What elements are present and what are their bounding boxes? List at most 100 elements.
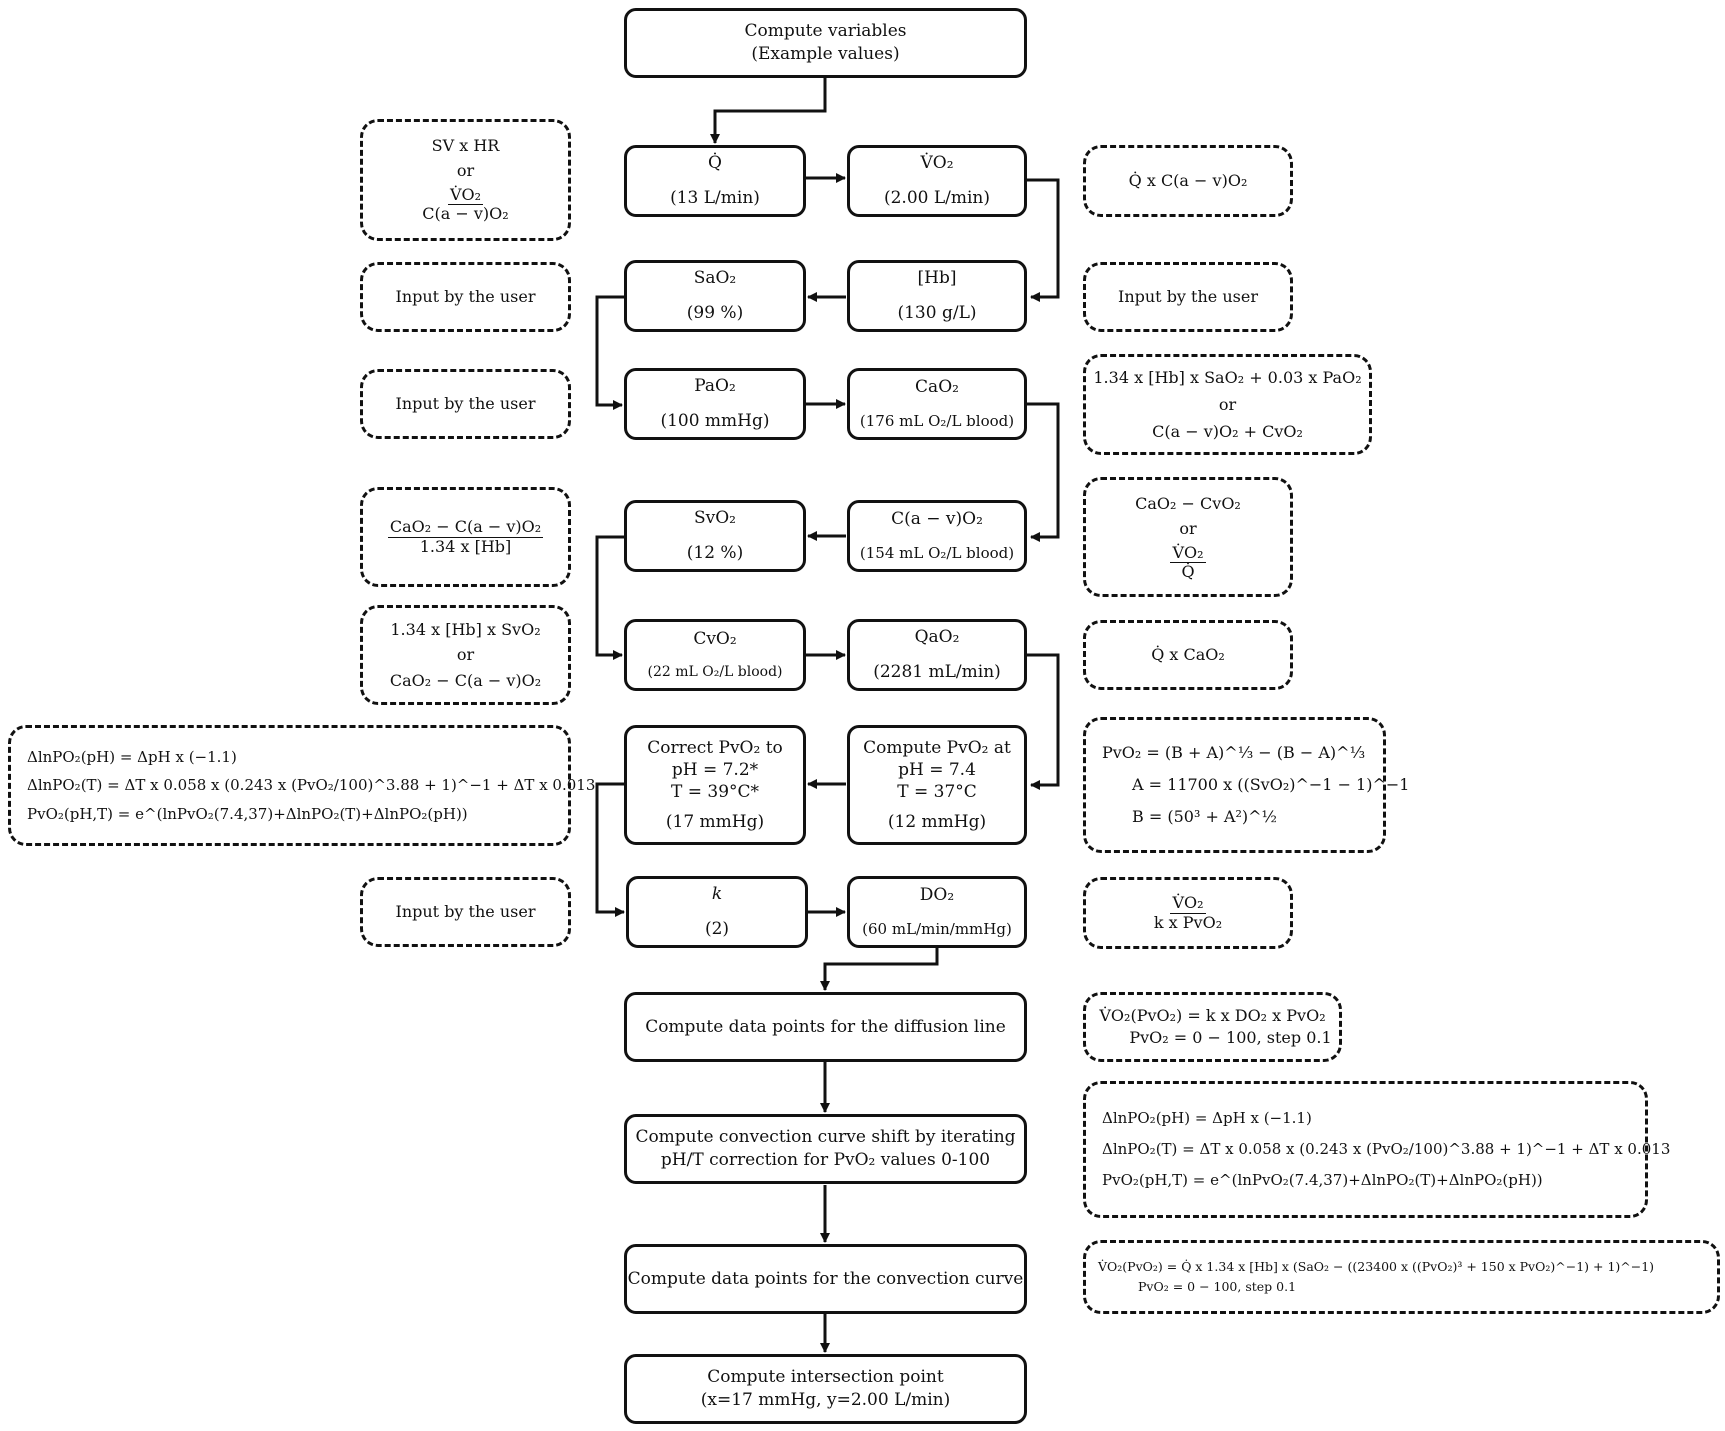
compute-l3: T = 37°C <box>897 782 977 802</box>
svo2-formula-num: CaO₂ − C(a − v)O₂ <box>387 517 544 538</box>
convection-text: Compute data points for the convection c… <box>627 1268 1024 1289</box>
q-formula-num: V̇O₂ <box>447 184 484 206</box>
correct-l1: Correct PvO₂ to <box>647 737 783 758</box>
q-formula-den: C(a − v)O₂ <box>422 204 509 224</box>
cao2-value: (176 mL O₂/L blood) <box>859 412 1015 431</box>
do2-name: DO₂ <box>919 885 955 906</box>
do2-formula-den: k x PvO₂ <box>1153 912 1223 932</box>
q-formula-or: or <box>456 161 475 181</box>
hb-input-text: Input by the user <box>1118 287 1258 307</box>
arrow-do2-to-diffusion <box>820 948 939 991</box>
cav-formula-l1: CaO₂ − CvO₂ <box>1135 493 1241 513</box>
vo2-name: V̇O₂ <box>920 153 954 174</box>
sao2-value: (99 %) <box>686 303 744 323</box>
cao2-formula-l1: 1.34 x [Hb] x SaO₂ + 0.03 x PaO₂ <box>1093 367 1362 387</box>
svo2-box: SvO₂ (12 %) <box>624 500 806 572</box>
cardiac-output-box: Q̇ (13 L/min) <box>624 145 806 217</box>
convection-curve-box: Compute data points for the convection c… <box>624 1244 1027 1314</box>
correct-formula-l2: ΔlnPO₂(T) = ΔT x 0.058 x (0.243 x (PvO₂/… <box>27 776 596 795</box>
compute-formula-l3: B = (50³ + A²)^½ <box>1132 807 1278 826</box>
compute-value: (12 mmHg) <box>887 812 987 833</box>
hb-box: [Hb] (130 g/L) <box>847 260 1027 332</box>
compute-formula-l2: A = 11700 x ((SvO₂)^−1 − 1)^−1 <box>1132 775 1410 794</box>
cao2-formula-l2: C(a − v)O₂ + CvO₂ <box>1152 422 1303 442</box>
compute-formula-box: PvO₂ = (B + A)^⅓ − (B − A)^⅓ A = 11700 x… <box>1083 717 1409 853</box>
k-input-box: Input by the user <box>360 877 571 947</box>
do2-formula-fraction: V̇O₂ k x PvO₂ <box>1153 893 1223 932</box>
compute-formula-l1: PvO₂ = (B + A)^⅓ − (B − A)^⅓ <box>1102 743 1366 762</box>
q-name: Q̇ <box>708 153 722 174</box>
k-box: k (2) <box>626 876 808 948</box>
arrow-sao2-to-pao2 <box>595 295 624 410</box>
compute-variables-box: Compute variables (Example values) <box>624 8 1027 78</box>
hb-name: [Hb] <box>917 268 957 289</box>
pao2-name: PaO₂ <box>694 376 736 397</box>
vo2-value: (2.00 L/min) <box>883 188 991 208</box>
arrow-cao2-to-cav <box>1027 402 1060 542</box>
cao2-formula-box: 1.34 x [Hb] x SaO₂ + 0.03 x PaO₂ or C(a … <box>1083 354 1372 455</box>
shift-formula-l1: ΔlnPO₂(pH) = ΔpH x (−1.1) <box>1102 1109 1312 1128</box>
svo2-formula-box: CaO₂ − C(a − v)O₂ 1.34 x [Hb] <box>360 487 571 587</box>
convection-formula-l2: PvO₂ = 0 − 100, step 0.1 <box>1138 1279 1297 1294</box>
diffusion-formula-box: V̇O₂(PvO₂) = k x DO₂ x PvO₂ PvO₂ = 0 − 1… <box>1083 992 1342 1062</box>
qao2-formula-box: Q̇ x CaO₂ <box>1083 620 1293 690</box>
cao2-name: CaO₂ <box>915 377 959 398</box>
shift-formula-box: ΔlnPO₂(pH) = ΔpH x (−1.1) ΔlnPO₂(T) = ΔT… <box>1083 1081 1670 1218</box>
k-value: (2) <box>704 919 730 939</box>
cav-value: (154 mL O₂/L blood) <box>859 544 1015 563</box>
svo2-name: SvO₂ <box>693 508 736 529</box>
qao2-name: QaO₂ <box>914 627 960 648</box>
do2-formula-box: V̇O₂ k x PvO₂ <box>1083 877 1293 949</box>
cao2-formula-or: or <box>1218 394 1237 414</box>
cvo2-name: CvO₂ <box>693 629 737 650</box>
do2-box: DO₂ (60 mL/min/mmHg) <box>847 876 1027 948</box>
cvo2-value: (22 mL O₂/L blood) <box>647 664 783 681</box>
arrow-vo2-to-hb <box>1027 178 1060 302</box>
pao2-box: PaO₂ (100 mmHg) <box>624 368 806 440</box>
qao2-value: (2281 mL/min) <box>873 662 1001 682</box>
convection-formula-l1: V̇O₂(PvO₂) = Q̇ x 1.34 x [Hb] x (SaO₂ − … <box>1098 1259 1655 1274</box>
cav-formula-den: Q̇ <box>1181 562 1195 582</box>
vo2-formula-text: Q̇ x C(a − v)O₂ <box>1128 171 1248 191</box>
pao2-value: (100 mmHg) <box>660 411 770 431</box>
cav-formula-box: CaO₂ − CvO₂ or V̇O₂ Q̇ <box>1083 477 1293 597</box>
q-formula-box: SV x HR or V̇O₂ C(a − v)O₂ <box>360 119 571 241</box>
start-line2: (Example values) <box>751 44 900 64</box>
sao2-input-box: Input by the user <box>360 262 571 332</box>
k-input-text: Input by the user <box>395 902 536 922</box>
qao2-box: QaO₂ (2281 mL/min) <box>847 619 1027 691</box>
cav-formula-fraction: V̇O₂ Q̇ <box>1170 542 1206 582</box>
shift-formula-l2: ΔlnPO₂(T) = ΔT x 0.058 x (0.243 x (PvO₂/… <box>1102 1140 1671 1159</box>
arrow-qao2-to-compute <box>1027 653 1060 790</box>
correct-value: (17 mmHg) <box>665 812 765 833</box>
sao2-box: SaO₂ (99 %) <box>624 260 806 332</box>
convection-shift-box: Compute convection curve shift by iterat… <box>624 1114 1027 1184</box>
k-name: k <box>711 884 723 905</box>
compute-l1: Compute PvO₂ at <box>863 737 1011 758</box>
shift-formula-l3: PvO₂(pH,T) = e^(lnPvO₂(7.4,37)+ΔlnPO₂(T)… <box>1102 1170 1543 1189</box>
diffusion-formula-l1: V̇O₂(PvO₂) = k x DO₂ x PvO₂ <box>1099 1006 1326 1026</box>
cav-box: C(a − v)O₂ (154 mL O₂/L blood) <box>847 500 1027 572</box>
diffusion-text: Compute data points for the diffusion li… <box>645 1016 1006 1037</box>
correct-pvo2-box: Correct PvO₂ to pH = 7.2* T = 39°C* (17 … <box>624 725 806 845</box>
vo2-formula-box: Q̇ x C(a − v)O₂ <box>1083 145 1293 217</box>
arrow-correct-to-k <box>595 782 625 917</box>
correct-formula-box: ΔlnPO₂(pH) = ΔpH x (−1.1) ΔlnPO₂(T) = ΔT… <box>8 725 595 846</box>
cvo2-formula-or: or <box>456 645 475 665</box>
diffusion-line-box: Compute data points for the diffusion li… <box>624 992 1027 1062</box>
sao2-input-text: Input by the user <box>395 287 536 307</box>
qao2-formula-text: Q̇ x CaO₂ <box>1151 645 1225 665</box>
cvo2-formula-box: 1.34 x [Hb] x SvO₂ or CaO₂ − C(a − v)O₂ <box>360 605 571 705</box>
compute-pvo2-box: Compute PvO₂ at pH = 7.4 T = 37°C (12 mm… <box>847 725 1027 845</box>
cvo2-box: CvO₂ (22 mL O₂/L blood) <box>624 619 806 691</box>
correct-l2: pH = 7.2* <box>671 759 759 780</box>
correct-l3: T = 39°C* <box>670 782 760 802</box>
cao2-box: CaO₂ (176 mL O₂/L blood) <box>847 368 1027 440</box>
diffusion-formula-l2: PvO₂ = 0 − 100, step 0.1 <box>1129 1028 1332 1047</box>
intersection-box: Compute intersection point (x=17 mmHg, y… <box>624 1354 1027 1424</box>
cav-formula-num: V̇O₂ <box>1170 542 1206 564</box>
q-formula-l1: SV x HR <box>431 136 500 156</box>
do2-value: (60 mL/min/mmHg) <box>862 920 1012 939</box>
sao2-name: SaO₂ <box>693 268 737 289</box>
